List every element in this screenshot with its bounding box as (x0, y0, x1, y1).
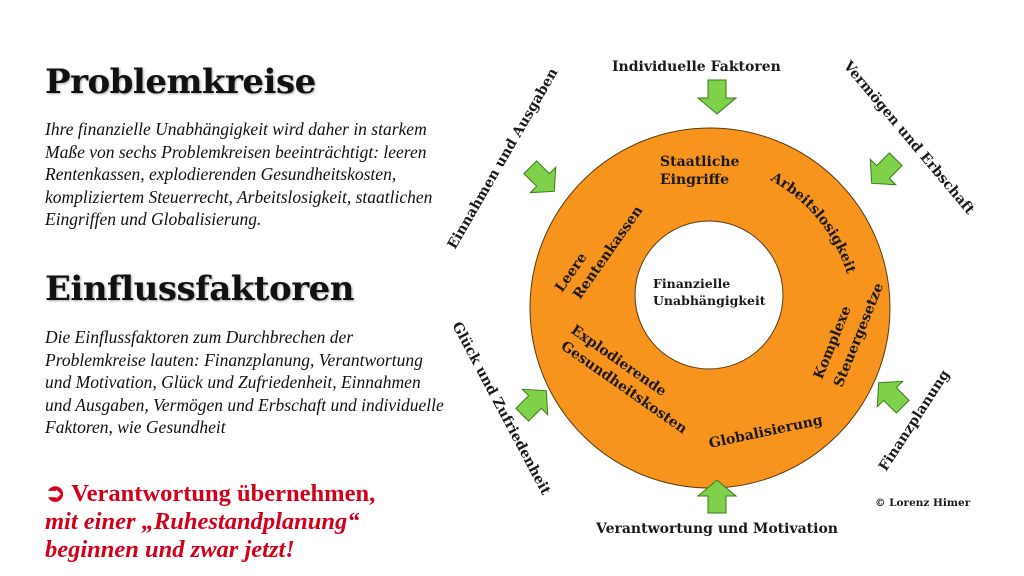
copyright-label: © Lorenz Himer (875, 497, 971, 509)
ring-label-staatliche-1: Staatliche (660, 154, 740, 170)
arrow-up-icon (696, 479, 738, 514)
outer-label-individuelle: Individuelle Faktoren (612, 59, 781, 75)
orange-ring (529, 127, 891, 489)
title-problemkreise: Problemkreise (45, 62, 316, 102)
arrow-up-right-icon (515, 388, 549, 422)
cta-line-1: Verantwortung übernehmen, (71, 480, 376, 507)
outer-label-vermoegen: Vermögen und Erbschaft (839, 58, 977, 219)
arrow-right-icon: ➲ (45, 480, 66, 507)
call-to-action: ➲ Verantwortung übernehmen, mit einer „R… (45, 480, 485, 564)
arrow-down-icon (696, 79, 738, 115)
arrow-up-left-icon (876, 380, 910, 414)
cta-line-3: beginnen und zwar jetzt! (45, 536, 295, 563)
title-einflussfaktoren: Einflussfaktoren (45, 269, 354, 309)
arrow-down-right-icon (523, 160, 557, 194)
outer-label-verantwortung: Verantwortung und Motivation (595, 521, 838, 537)
text-einflussfaktoren: Die Einflussfaktoren zum Durchbrechen de… (45, 327, 444, 437)
arrow-down-left-icon (869, 152, 903, 186)
ring-label-staatliche-2: Eingriffe (660, 172, 729, 188)
outer-label-einnahmen: Einnahmen und Ausgaben (445, 66, 562, 252)
text-problemkreise: Ihre finanzielle Unabhängigkeit wird dah… (45, 119, 433, 229)
cta-line-2: mit einer „Ruhestandplanung“ (45, 508, 360, 535)
center-label-line2: Unabhängigkeit (653, 293, 766, 308)
center-label-line1: Finanzielle (653, 276, 730, 291)
